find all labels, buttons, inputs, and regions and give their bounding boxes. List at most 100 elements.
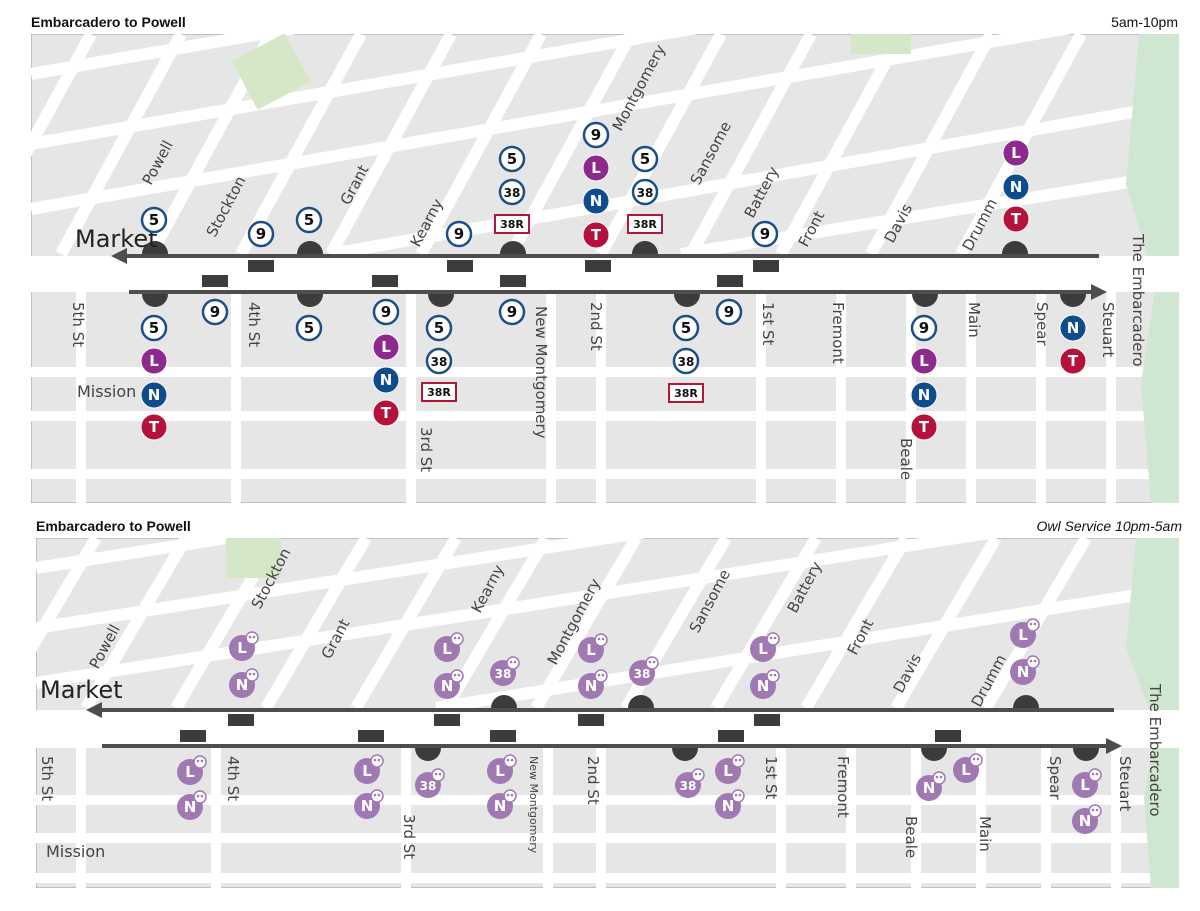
- stop-marker: [1060, 294, 1086, 307]
- market-inbound-arrow: [129, 284, 1107, 300]
- route-label: N: [1017, 663, 1030, 681]
- bus-route-9-icon: 9: [201, 298, 229, 326]
- stop-marker: [628, 695, 654, 708]
- muni-line-t-icon: T: [582, 221, 610, 249]
- stop-marker: [491, 695, 517, 708]
- owl-route-n-icon: N: [1072, 804, 1102, 834]
- bus-route-38-icon: 38: [498, 178, 526, 206]
- route-label: 38: [637, 186, 654, 200]
- route-label: L: [381, 338, 391, 356]
- route-label: L: [1018, 626, 1028, 644]
- street-label-2nd-st: 2nd St: [587, 302, 605, 351]
- route-label: L: [758, 640, 768, 658]
- bus-route-5-icon: 5: [425, 314, 453, 342]
- route-label: 9: [381, 303, 391, 321]
- route-label: N: [923, 779, 936, 797]
- route-label: L: [149, 352, 159, 370]
- muni-line-l-icon: L: [910, 347, 938, 375]
- panel-2-service-hours: Owl Service 10pm-5am: [1036, 518, 1183, 534]
- stop-marker: [717, 275, 743, 287]
- route-label: 38R: [427, 386, 451, 399]
- rapid-route-38r-icon: 38R: [494, 214, 530, 234]
- route-label: L: [586, 641, 596, 659]
- muni-line-n-icon: N: [140, 381, 168, 409]
- market-inbound-arrow: [102, 738, 1122, 754]
- route-label: 5: [149, 319, 159, 337]
- stop-marker: [718, 730, 744, 742]
- route-label: N: [494, 797, 507, 815]
- route-label: 38: [634, 667, 651, 681]
- route-icons-daytime: 595953838R9LNT53838R9LNT5LNT959LNT53838R…: [140, 121, 1087, 441]
- owl-route-n-icon: N: [229, 668, 259, 698]
- stop-marker: [142, 294, 168, 307]
- route-label: L: [185, 763, 195, 781]
- route-label: N: [1067, 319, 1080, 337]
- owl-route-n-icon: N: [177, 790, 207, 820]
- stop-marker: [372, 275, 398, 287]
- stop-marker: [297, 294, 323, 307]
- bus-route-5-icon: 5: [140, 314, 168, 342]
- muni-line-n-icon: N: [1059, 314, 1087, 342]
- route-label: 9: [724, 303, 734, 321]
- stop-marker: [447, 260, 473, 272]
- route-label: 38: [678, 355, 695, 369]
- route-label: 9: [507, 303, 517, 321]
- route-label: 38R: [500, 218, 524, 231]
- muni-line-t-icon: T: [140, 413, 168, 441]
- muni-line-l-icon: L: [372, 333, 400, 361]
- bus-route-5-icon: 5: [295, 206, 323, 234]
- route-label: 38R: [674, 387, 698, 400]
- owl-route-n-icon: N: [715, 789, 745, 819]
- muni-line-l-icon: L: [1002, 139, 1030, 167]
- route-label: T: [149, 418, 160, 436]
- owl-route-38-icon: 38: [675, 768, 705, 798]
- bus-route-5-icon: 5: [295, 314, 323, 342]
- route-label: 5: [507, 150, 517, 168]
- stop-marker: [578, 714, 604, 726]
- owl-route-l-icon: L: [715, 754, 745, 784]
- street-label-5th-st: 5th St: [69, 302, 87, 347]
- stop-marker: [921, 748, 947, 761]
- muni-line-t-icon: T: [1059, 347, 1087, 375]
- stop-marker: [632, 241, 658, 254]
- market-street-label: Market: [40, 676, 123, 704]
- stop-marker: [142, 241, 168, 254]
- route-label: N: [590, 192, 603, 210]
- route-label: L: [495, 762, 505, 780]
- muni-line-n-icon: N: [910, 381, 938, 409]
- owl-route-l-icon: L: [434, 632, 464, 662]
- route-label: 5: [304, 211, 314, 229]
- park-area: [851, 34, 911, 54]
- route-label: 38: [680, 779, 697, 793]
- bus-route-5-icon: 5: [631, 145, 659, 173]
- muni-line-l-icon: L: [582, 154, 610, 182]
- stop-marker: [248, 260, 274, 272]
- rapid-route-38r-icon: 38R: [421, 382, 457, 402]
- street-label-2nd-st: 2nd St: [584, 756, 602, 805]
- route-label: L: [961, 761, 971, 779]
- street-label-mission: Mission: [46, 842, 105, 861]
- muni-line-n-icon: N: [372, 366, 400, 394]
- street-label-mission: Mission: [77, 382, 136, 401]
- street-label-new-montgomery: New Montgomery: [532, 306, 550, 439]
- owl-route-l-icon: L: [177, 755, 207, 785]
- route-label: N: [441, 677, 454, 695]
- market-outbound-arrow: [111, 248, 1099, 264]
- route-label: L: [1011, 144, 1021, 162]
- stop-marker: [358, 730, 384, 742]
- bus-route-38-icon: 38: [425, 347, 453, 375]
- owl-route-n-icon: N: [1010, 655, 1040, 685]
- rapid-route-38r-icon: 38R: [627, 214, 663, 234]
- route-label: L: [591, 159, 601, 177]
- bus-route-9-icon: 9: [372, 298, 400, 326]
- muni-line-t-icon: T: [1002, 205, 1030, 233]
- street-label-5th-st: 5th St: [38, 756, 56, 801]
- market-outbound-arrow: [86, 702, 1114, 718]
- owl-route-l-icon: L: [578, 633, 608, 663]
- route-label: L: [1080, 776, 1090, 794]
- street-label-steuart: Steuart: [1099, 302, 1117, 357]
- bus-route-5-icon: 5: [498, 145, 526, 173]
- route-label: N: [361, 797, 374, 815]
- bus-route-9-icon: 9: [910, 314, 938, 342]
